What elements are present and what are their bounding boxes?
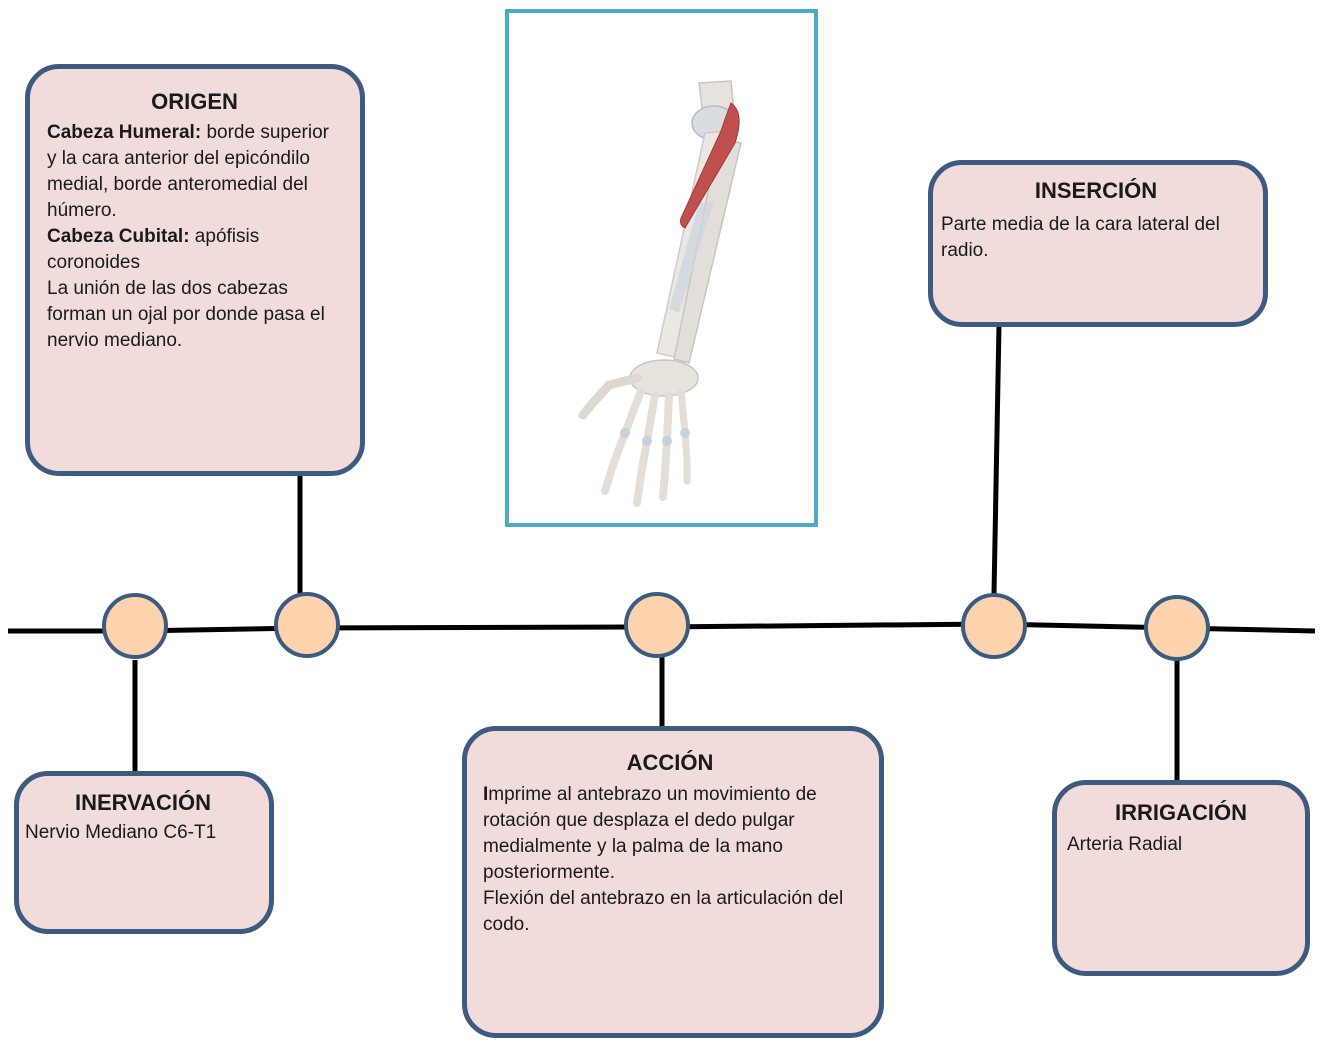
accion-text-2: Flexión del antebrazo en la articulación… (483, 886, 857, 938)
forearm-anatomy-icon (509, 13, 814, 523)
inervacion-text: Nervio Mediano C6-T1 (25, 820, 261, 846)
accion-text-1-rest: mprime al antebrazo un movimiento de rot… (483, 784, 817, 883)
accion-body: Imprime al antebrazo un movimiento de ro… (483, 782, 857, 938)
origen-card: ORIGEN Cabeza Humeral: borde superior y … (25, 64, 365, 476)
accion-text-1: Imprime al antebrazo un movimiento de ro… (483, 782, 857, 886)
humeral-label: Cabeza Humeral: (47, 122, 201, 143)
irrigacion-title: IRRIGACIÓN (1067, 800, 1295, 826)
timeline-node-origen (274, 592, 340, 658)
cubital-label: Cabeza Cubital: (47, 226, 190, 247)
connector-insercion (994, 325, 999, 594)
timeline-node-inervacion (102, 593, 168, 659)
anatomy-image-frame (505, 9, 818, 527)
origen-title: ORIGEN (47, 89, 342, 115)
irrigacion-text: Arteria Radial (1067, 832, 1295, 858)
inervacion-body: Nervio Mediano C6-T1 (25, 820, 261, 846)
timeline-node-irrigacion (1144, 595, 1210, 661)
accion-card: ACCIÓN Imprime al antebrazo un movimient… (462, 726, 884, 1038)
origen-body: Cabeza Humeral: borde superior y la cara… (47, 120, 342, 354)
accion-title: ACCIÓN (483, 750, 857, 776)
origen-humeral: Cabeza Humeral: borde superior y la cara… (47, 120, 342, 224)
origen-cubital: Cabeza Cubital: apófisis coronoides (47, 224, 342, 276)
timeline-node-insercion (961, 593, 1027, 659)
timeline-node-accion (624, 592, 690, 658)
insercion-card: INSERCIÓN Parte media de la cara lateral… (928, 160, 1268, 327)
inervacion-card: INERVACIÓN Nervio Mediano C6-T1 (14, 771, 274, 934)
irrigacion-card: IRRIGACIÓN Arteria Radial (1052, 780, 1310, 976)
insercion-title: INSERCIÓN (941, 178, 1251, 204)
insercion-body: Parte media de la cara lateral del radio… (941, 212, 1251, 264)
irrigacion-body: Arteria Radial (1067, 832, 1295, 858)
inervacion-title: INERVACIÓN (25, 790, 261, 816)
insercion-text: Parte media de la cara lateral del radio… (941, 212, 1251, 264)
origen-union: La unión de las dos cabezas forman un oj… (47, 276, 342, 354)
